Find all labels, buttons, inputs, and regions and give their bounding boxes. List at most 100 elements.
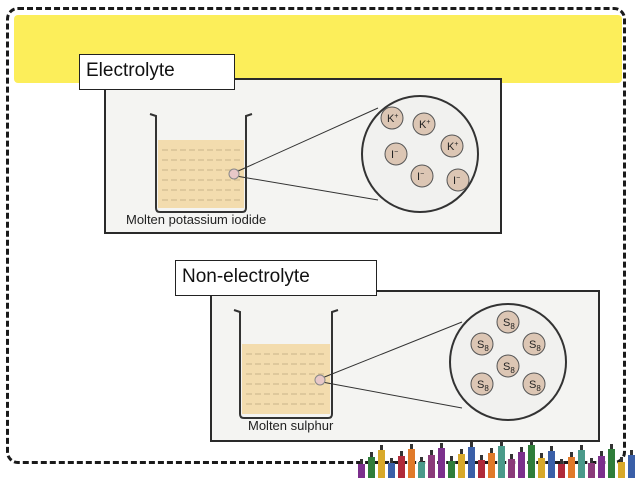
- molecule-s8-1: S8: [470, 332, 494, 356]
- non-electrolyte-label: Non-electrolyte: [175, 260, 377, 296]
- bottle-neck: [630, 450, 633, 455]
- molecule-s8-0: S8: [496, 310, 520, 334]
- bottle-neck: [420, 457, 423, 462]
- slide-frame: [6, 7, 626, 464]
- ion-k-0: K+: [380, 106, 404, 130]
- ion-i-4-label: I−: [417, 171, 424, 183]
- molecule-s8-4-label: S8: [477, 379, 489, 393]
- bottle: [358, 464, 365, 478]
- bottle-neck: [480, 455, 483, 460]
- bottle: [618, 462, 625, 478]
- decorative-bottles: [358, 440, 635, 478]
- bottle: [528, 445, 535, 478]
- bottle-neck: [410, 444, 413, 449]
- electrolyte-caption: Molten potassium iodide: [126, 212, 267, 227]
- ion-i-4: I−: [410, 164, 434, 188]
- bottle: [628, 455, 635, 478]
- bottle-neck: [380, 445, 383, 450]
- bottle-neck: [600, 451, 603, 456]
- bottle: [518, 452, 525, 478]
- ion-i-2: I−: [384, 142, 408, 166]
- bottle-neck: [510, 454, 513, 459]
- electrolyte-diagram-svg: K+ K+ I− K+ I− I−: [149, 95, 479, 213]
- bottle-neck: [610, 444, 613, 449]
- molecule-s8-3-label: S8: [503, 361, 515, 375]
- ion-i-2-label: I−: [391, 149, 398, 161]
- bottle-neck: [540, 453, 543, 458]
- bottle: [428, 455, 435, 478]
- bottle: [488, 453, 495, 478]
- liquid-lines: [162, 149, 240, 201]
- bottle-neck: [520, 447, 523, 452]
- bottle-neck: [430, 450, 433, 455]
- bottle-neck: [560, 459, 563, 464]
- bottle-neck: [360, 459, 363, 464]
- ion-k-3-label: K+: [447, 141, 458, 153]
- bottle: [458, 454, 465, 478]
- bottle: [408, 449, 415, 478]
- bottle-neck: [490, 448, 493, 453]
- bottle-neck: [620, 457, 623, 462]
- bottle: [568, 457, 575, 478]
- ion-i-5-label: I−: [453, 175, 460, 187]
- molecule-s8-5-label: S8: [529, 379, 541, 393]
- non-electrolyte-caption: Molten sulphur: [248, 418, 334, 433]
- bottle-neck: [500, 441, 503, 446]
- bottle: [548, 451, 555, 478]
- bottle-neck: [550, 446, 553, 451]
- molecule-s8-5: S8: [522, 372, 546, 396]
- zoom-line-top: [235, 107, 379, 173]
- ion-k-3: K+: [440, 134, 464, 158]
- bottle: [508, 459, 515, 478]
- bottle-neck: [370, 452, 373, 457]
- molecule-s8-0-label: S8: [503, 317, 515, 331]
- bottle: [588, 463, 595, 478]
- bottle-neck: [580, 445, 583, 450]
- bottle-neck: [460, 449, 463, 454]
- bottle-neck: [590, 458, 593, 463]
- bottle: [538, 458, 545, 478]
- zoom-line-bottom: [321, 381, 463, 409]
- zoom-line-top: [321, 321, 463, 379]
- bottle-neck: [400, 451, 403, 456]
- ion-group: K+ K+ I− K+ I− I−: [380, 106, 470, 192]
- molecule-s8-2: S8: [522, 332, 546, 356]
- bottle-neck: [450, 456, 453, 461]
- bottle: [398, 456, 405, 478]
- bottle: [498, 446, 505, 478]
- bottle: [388, 463, 395, 478]
- bottle-neck: [570, 452, 573, 457]
- ion-k-0-label: K+: [387, 113, 398, 125]
- bottle: [558, 464, 565, 478]
- beaker: [149, 113, 253, 213]
- molecule-s8-2-label: S8: [529, 339, 541, 353]
- bottle-neck: [440, 443, 443, 448]
- bottle: [598, 456, 605, 478]
- ion-k-1-label: K+: [419, 119, 430, 131]
- ion-i-5: I−: [446, 168, 470, 192]
- bottle: [368, 457, 375, 478]
- bottle-neck: [390, 458, 393, 463]
- bottle: [608, 449, 615, 478]
- sample-dot: [228, 168, 240, 180]
- bottle: [468, 447, 475, 478]
- ion-k-1: K+: [412, 112, 436, 136]
- bottle: [378, 450, 385, 478]
- bottle-neck: [530, 440, 533, 445]
- bottle: [418, 462, 425, 478]
- molecule-s8-3: S8: [496, 354, 520, 378]
- beaker: [233, 309, 339, 419]
- liquid-lines: [246, 353, 326, 405]
- bottle: [448, 461, 455, 478]
- molecule-s8-1-label: S8: [477, 339, 489, 353]
- electrolyte-label: Electrolyte: [79, 54, 235, 90]
- electrolyte-diagram: K+ K+ I− K+ I− I− Molten potassium iodide: [104, 78, 502, 234]
- molecule-s8-4: S8: [470, 372, 494, 396]
- bottle: [578, 450, 585, 478]
- bottle: [438, 448, 445, 478]
- sample-dot: [314, 374, 326, 386]
- bottle: [478, 460, 485, 478]
